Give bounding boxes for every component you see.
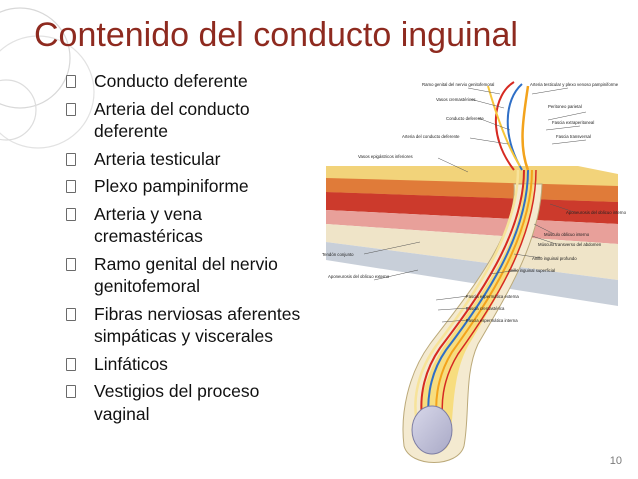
bullet-text: Arteria y vena — [94, 203, 202, 224]
label-aponeurosis-oblicuo-externo: Aponeurosis del oblicuo externo — [328, 274, 390, 279]
bullet-text: Arteria testicular — [94, 148, 221, 169]
bullet-text: cremastéricas — [94, 226, 203, 246]
bullet-text: Linfáticos — [94, 353, 168, 374]
bullet-text: deferente — [94, 121, 168, 141]
label-fascia-transversal: Fascia transversal — [556, 134, 591, 139]
label-fascia-extraperitoneal: Fascia extraperitoneal — [552, 120, 594, 125]
bullet-item: Conducto deferente — [66, 70, 356, 93]
label-conducto-deferente: Conducto deferente — [446, 116, 484, 121]
bullet-box-icon — [66, 207, 76, 221]
bullet-text: Conducto deferente — [94, 71, 248, 91]
label-fascia-cremasterica: Fascia cremastérica — [466, 306, 505, 311]
bullet-box-icon — [66, 102, 76, 116]
decorative-circles — [0, 7, 95, 149]
label-leaders — [363, 87, 587, 323]
bullet-box-icon — [66, 180, 76, 193]
inguinal-canal-diagram: Ramo genital del nervio genitofemoral Ar… — [322, 81, 627, 463]
page-number: 10 — [609, 455, 622, 467]
label-fascia-espermatica-externa: Fascia espermática externa — [466, 294, 519, 299]
bullet-text: Fibras nerviosas aferentes — [94, 303, 301, 324]
bullet-box-icon — [66, 307, 76, 321]
label-arteria-conducto: Arteria del conducto deferente — [402, 134, 460, 139]
label-anillo-profundo: Anillo inguinal profundo — [532, 256, 577, 261]
bullet-text: Arteria del conducto — [94, 98, 250, 119]
bullet-box-icon — [66, 385, 76, 398]
spermatic-cord — [402, 169, 543, 463]
label-fascia-espermatica-interna: Fascia espermática interna — [466, 318, 518, 323]
label-peritoneo-parietal: Peritoneo parietal — [548, 104, 582, 109]
label-vasos-cremastericos: Vasos cremastéricos — [436, 97, 476, 102]
bullet-box-icon — [66, 152, 76, 166]
bullet-box-icon — [66, 357, 76, 371]
label-tendon-conjunto: Tendón conjunto — [322, 252, 354, 257]
bullet-box-icon — [66, 257, 76, 271]
bullet-text: vaginal — [94, 403, 150, 424]
label-vasos-epigastricos: Vasos epigástricos inferiores — [358, 154, 413, 159]
bullet-text: genitofemoral — [94, 276, 201, 296]
label-arteria-testicular: Arteria testicular y plexo venoso pampin… — [530, 82, 619, 87]
label-musculo-oblicuo-interno: Músculo oblicuo interno — [544, 232, 590, 237]
upper-vessels — [487, 81, 530, 171]
bullet-text: Ramo genital del nervio — [94, 253, 278, 274]
bullet-text: simpáticas y viscerales — [94, 326, 273, 346]
label-ramo-genital: Ramo genital del nervio genitofemoral — [422, 82, 494, 87]
slide-title: Contenido del conducto inguinal — [34, 16, 518, 54]
bullet-item: Plexo pampiniforme — [66, 175, 356, 198]
testis — [411, 405, 453, 455]
bullet-text: Vestigios del proceso — [94, 381, 260, 401]
bullet-text: Plexo pampiniforme — [94, 176, 249, 196]
bullet-box-icon — [66, 75, 76, 88]
label-aponeurosis-oblicuo-interno: Aponeurosis del oblicuo interno — [566, 210, 627, 215]
label-musculo-transverso: Músculo transverso del abdomen — [538, 242, 602, 247]
label-anillo-superficial: Anillo inguinal superficial — [508, 268, 555, 273]
abdominal-wall-layers — [326, 166, 618, 306]
bullet-item: Linfáticos — [66, 353, 356, 376]
bullet-item: Arteria testicular — [66, 148, 356, 171]
